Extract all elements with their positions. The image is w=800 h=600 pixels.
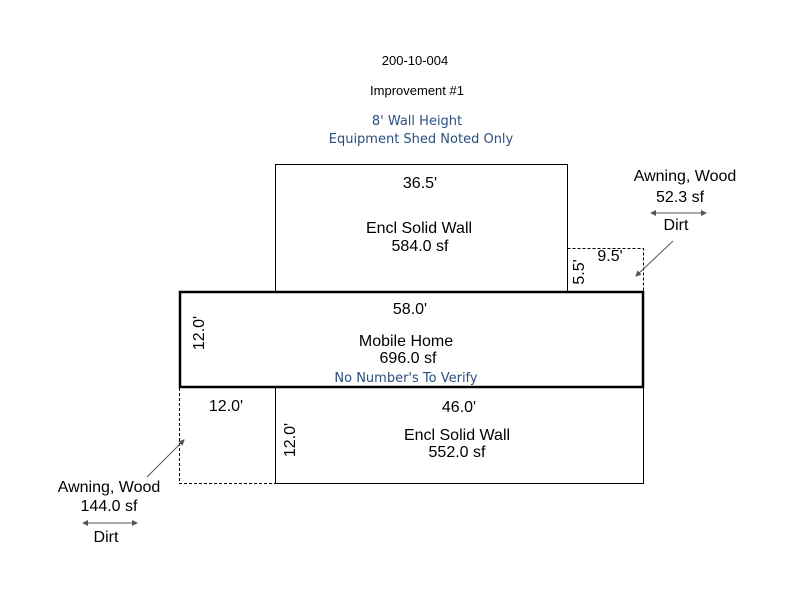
improvement-title: Improvement #1: [370, 83, 464, 98]
right-awning-leader-arrow-icon: [635, 240, 674, 277]
right-awning-width-dim: 9.5': [597, 248, 622, 265]
left-awning-label: Awning, Wood: [58, 479, 161, 496]
bottom-wall-width-dim: 46.0': [442, 399, 476, 416]
right-awning-label: Awning, Wood: [634, 168, 737, 185]
left-awning-area: [179, 388, 276, 484]
parcel-id: 200-10-004: [382, 53, 449, 68]
left-awning-surface: Dirt: [94, 529, 119, 546]
mobile-home-height-dim: 12.0': [191, 316, 208, 350]
bottom-wall-label: Encl Solid Wall: [404, 427, 510, 444]
equipment-shed-note: Equipment Shed Noted Only: [329, 132, 514, 147]
top-wall-label: Encl Solid Wall: [366, 220, 472, 237]
mobile-home-width-dim: 58.0': [393, 301, 427, 318]
top-wall-area-value: 584.0 sf: [392, 238, 449, 255]
right-awning-height-dim: 5.5': [571, 259, 588, 284]
bottom-wall-height-dim: 12.0': [282, 423, 299, 457]
mobile-home-area-value: 696.0 sf: [380, 350, 437, 367]
mobile-home-area: [178, 290, 645, 389]
mobile-home-label: Mobile Home: [359, 333, 453, 350]
wall-height-note: 8' Wall Height: [372, 114, 462, 129]
left-awning-area-value: 144.0 sf: [81, 498, 138, 515]
bottom-wall-area-value: 552.0 sf: [429, 444, 486, 461]
right-awning-area-value: 52.3 sf: [656, 189, 705, 206]
left-awning-width-dim: 12.0': [209, 398, 243, 415]
right-awning-surface: Dirt: [664, 217, 689, 234]
top-wall-width-dim: 36.5': [403, 175, 437, 192]
mobile-home-note: No Number's To Verify: [334, 371, 478, 386]
bottom-wall-area: [275, 388, 644, 484]
right-awning-area: [567, 248, 644, 292]
left-awning-leader-arrow-icon: [146, 439, 185, 478]
